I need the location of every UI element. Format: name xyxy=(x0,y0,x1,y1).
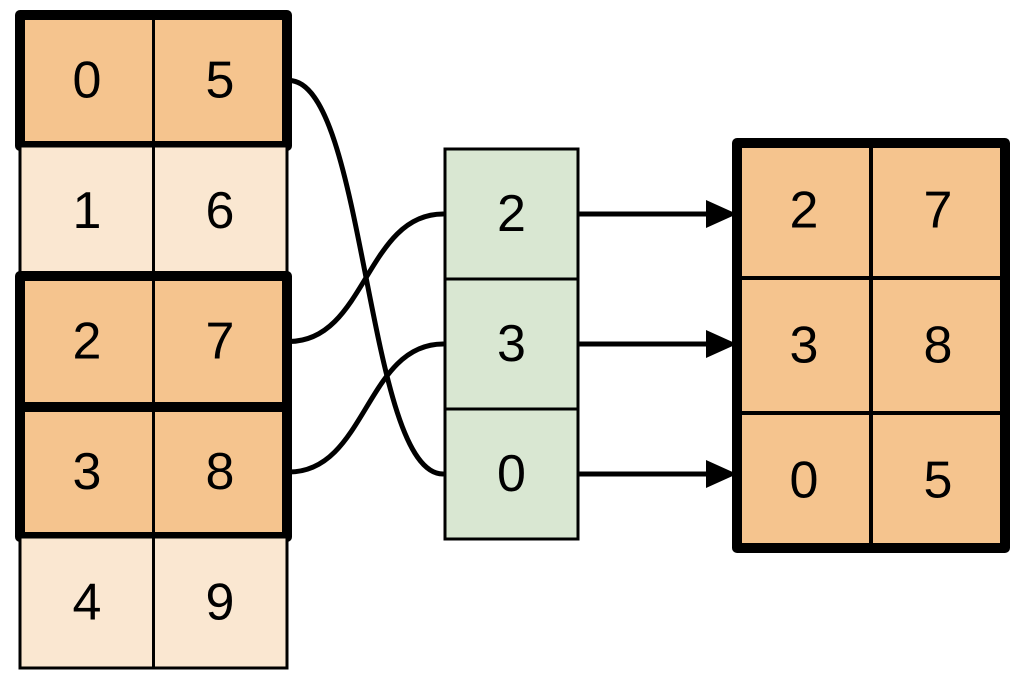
result-cell-r0c1-value: 7 xyxy=(924,182,953,240)
result-arrows xyxy=(579,200,737,488)
result-cell-r0c1 xyxy=(869,141,1007,280)
source-cell-r0c0-value: 0 xyxy=(73,52,102,110)
index-column: 2 3 0 xyxy=(443,147,580,541)
source-row-1: 1 6 xyxy=(18,144,289,278)
source-cell-r4c0 xyxy=(18,535,155,670)
arrow-index2-to-result-row2 xyxy=(579,460,737,488)
arrow-index1-to-result-row1 xyxy=(579,330,737,358)
source-cell-r3c0 xyxy=(18,405,155,539)
source-cell-r0c1 xyxy=(152,13,289,148)
index-cell-0-value: 2 xyxy=(497,185,526,243)
result-table: 2 7 3 8 0 5 xyxy=(732,138,1010,553)
result-cell-r0c0-value: 2 xyxy=(790,182,819,240)
result-cell-r2c1-value: 5 xyxy=(924,452,953,510)
result-cell-r1c1 xyxy=(869,276,1007,415)
index-cell-2-value: 0 xyxy=(497,445,526,503)
index-cell-0 xyxy=(443,147,580,281)
arrowhead-icon xyxy=(706,330,737,358)
arrowhead-icon xyxy=(706,460,737,488)
source-row-2: 2 7 xyxy=(15,271,292,412)
curve-row2-to-index2 xyxy=(286,211,446,344)
source-cell-r4c0-value: 4 xyxy=(73,574,102,632)
arrowhead-icon xyxy=(706,200,737,228)
index-cell-1 xyxy=(443,277,580,411)
result-cell-r2c1 xyxy=(869,411,1007,550)
result-cell-r1c0-value: 3 xyxy=(790,317,819,375)
source-cell-r0c0 xyxy=(18,13,155,148)
source-cell-r1c0-value: 1 xyxy=(73,182,102,240)
arrow-index0-to-result-row0 xyxy=(579,200,737,228)
source-table: 0 5 1 6 2 7 3 8 xyxy=(15,10,292,670)
source-cell-r3c1-value: 8 xyxy=(206,443,235,501)
result-table-outline xyxy=(732,138,1010,553)
source-row-0: 0 5 xyxy=(15,10,292,151)
result-cell-r1c1-value: 8 xyxy=(924,317,953,375)
source-cell-r1c1-value: 6 xyxy=(206,182,235,240)
source-cell-r1c1 xyxy=(152,144,289,278)
source-row-4: 4 9 xyxy=(18,535,289,670)
source-cell-r2c0-value: 2 xyxy=(73,313,102,371)
source-cell-r2c1-value: 7 xyxy=(206,313,235,371)
source-cell-r4c1 xyxy=(152,535,289,670)
mapping-curves xyxy=(286,78,446,477)
source-row-3: 3 8 xyxy=(15,402,292,542)
index-cell-1-value: 3 xyxy=(497,315,526,373)
source-cell-r0c1-value: 5 xyxy=(206,52,235,110)
source-cell-r2c1 xyxy=(152,274,289,409)
result-cell-r2c0-value: 0 xyxy=(790,452,819,510)
index-cell-2 xyxy=(443,407,580,541)
curve-row3-to-index3 xyxy=(286,341,446,475)
source-cell-r3c0-value: 3 xyxy=(73,443,102,501)
source-cell-r4c1-value: 9 xyxy=(206,574,235,632)
